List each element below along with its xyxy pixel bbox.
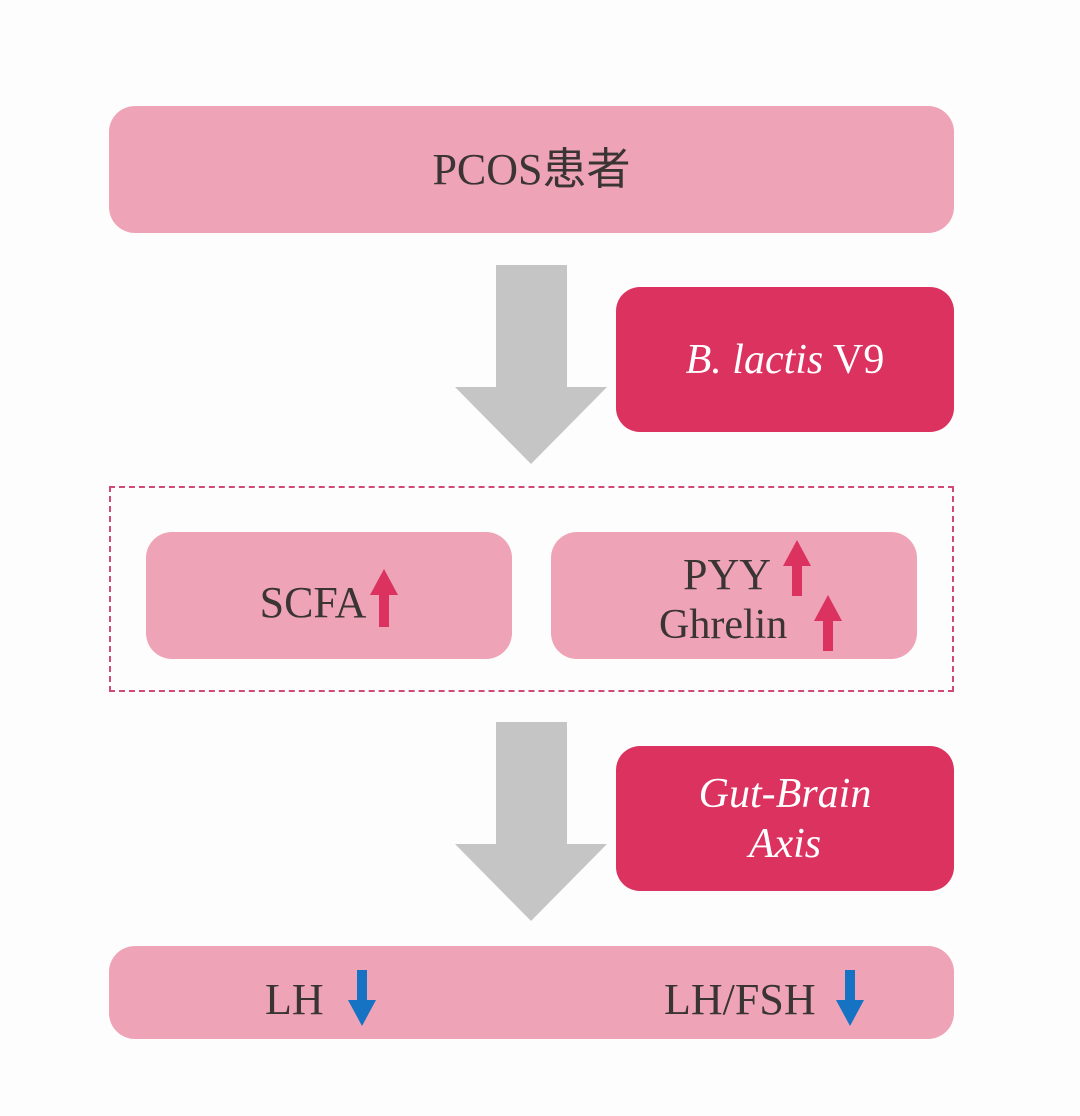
lh-fsh-down-arrow-icon xyxy=(836,970,864,1026)
mediators-group xyxy=(109,486,954,692)
b-lactis-v9-box: B. lactis V9 xyxy=(616,287,954,432)
scfa-label: SCFA xyxy=(259,577,367,627)
pyy-up-arrow-icon xyxy=(783,540,811,596)
flow-arrow-down-1-icon xyxy=(455,265,607,464)
ghrelin-label: Ghrelin xyxy=(659,602,788,648)
axis-label: Axis xyxy=(748,820,822,867)
flow-arrow-down-2-icon xyxy=(455,722,607,921)
ghrelin-up-arrow-icon xyxy=(814,595,842,651)
pyy-ghrelin-box xyxy=(551,532,917,659)
lh-label: LH xyxy=(265,975,324,1024)
gut-brain-axis-box: Gut-Brain Axis xyxy=(616,746,954,891)
b-lactis-species: B. lactis xyxy=(685,336,824,383)
pcos-patients-label: PCOS患者 xyxy=(432,144,631,194)
pcos-patients-box: PCOS患者 xyxy=(109,106,954,233)
lh-fsh-label: LH/FSH xyxy=(664,975,816,1024)
scfa-box: SCFA xyxy=(146,532,512,659)
scfa-up-arrow-icon xyxy=(370,568,399,627)
strain-v9: V9 xyxy=(823,336,885,383)
gut-brain-label: Gut-Brain xyxy=(698,770,872,817)
b-lactis-v9-label: B. lactis V9 xyxy=(686,339,885,381)
outcomes-box xyxy=(109,946,954,1039)
lh-down-arrow-icon xyxy=(348,970,376,1026)
pyy-label: PYY xyxy=(683,550,772,599)
